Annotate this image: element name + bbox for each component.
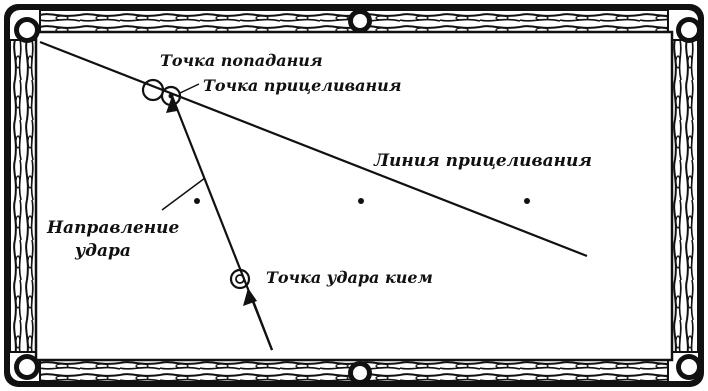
table-spot-icon (524, 198, 530, 204)
rail-left (10, 40, 36, 352)
pocket-icon (681, 359, 697, 375)
cue-strike-point-label: Точка удара кием (266, 268, 433, 287)
contact-point-label: Точка попадания (160, 51, 323, 70)
pocket-icon (353, 366, 367, 380)
pocket-icon (19, 22, 35, 38)
rail-right (672, 40, 698, 352)
strike-direction-label-line1: Направление (46, 218, 180, 238)
aiming-point-label: Точка прицеливания (203, 76, 402, 95)
aiming-line-label: Линия прицеливания (373, 151, 592, 171)
table-spot-icon (358, 198, 364, 204)
pocket-icon (681, 22, 697, 38)
strike-direction-label-line2: удара (74, 241, 131, 261)
pocket-icon (353, 14, 367, 28)
table-spot-icon (194, 198, 200, 204)
pocket-icon (19, 359, 35, 375)
aiming-point-marker (169, 94, 174, 99)
